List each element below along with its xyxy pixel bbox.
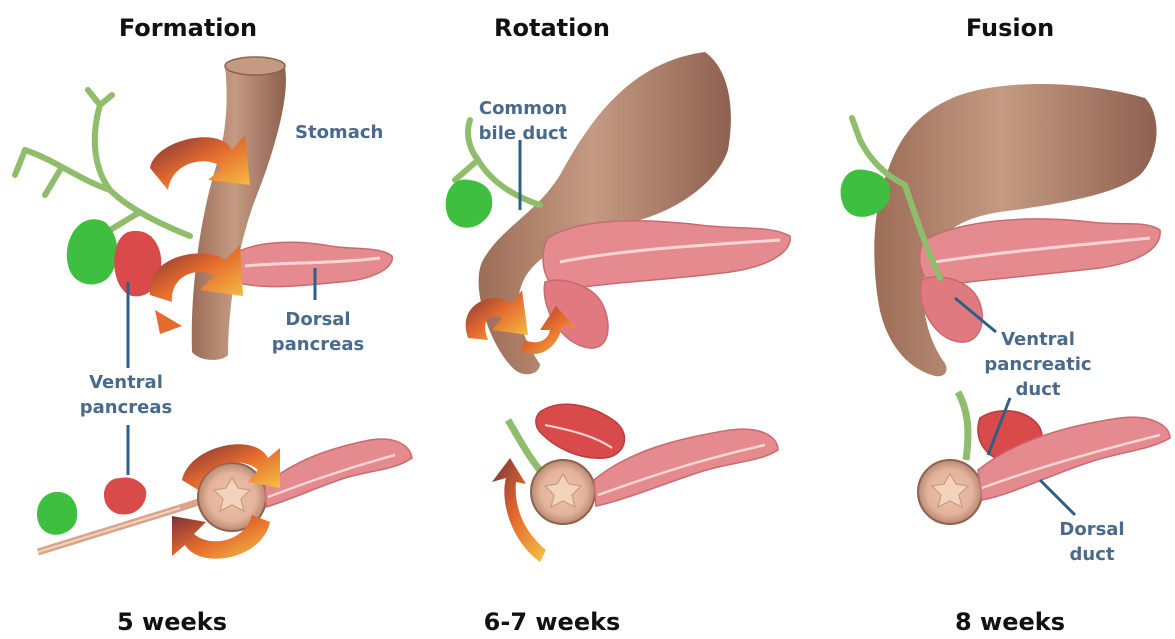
stomach-opening — [225, 57, 285, 75]
formation-panel: Stomach Dorsal pancreas Ventral pancreas — [15, 57, 412, 559]
ventral-pancreas-label-line1: Ventral — [89, 372, 163, 393]
stomach-label: Stomach — [295, 122, 383, 143]
common-bile-duct-label-line2: bile duct — [479, 123, 568, 144]
fused-pancreas-head — [921, 277, 983, 342]
dorsal-pancreas-label-line2: pancreas — [272, 334, 364, 355]
ventral-pancreas-label-line2: pancreas — [80, 397, 172, 418]
dorsal-duct-label-line2: duct — [1070, 544, 1115, 565]
common-bile-duct-label-line1: Common — [479, 98, 567, 119]
ventral-bud-section — [104, 477, 146, 514]
stage-3-age: 8 weeks — [955, 608, 1065, 636]
dorsal-pancreas-label-line1: Dorsal — [285, 309, 350, 330]
stage-2-age: 6-7 weeks — [484, 608, 621, 636]
fusion-panel: Ventral pancreatic duct Dorsal duct — [841, 84, 1170, 565]
stomach-tube — [192, 58, 286, 360]
stage-1-title: Formation — [119, 14, 257, 42]
gallbladder-shape — [446, 180, 492, 228]
fused-pancreas-body — [920, 219, 1160, 286]
gallbladder-shape — [67, 219, 118, 284]
dorsal-duct-label-line1: Dorsal — [1059, 519, 1124, 540]
fusion-cross-section — [918, 392, 1170, 524]
formation-cross-section — [37, 425, 412, 559]
dorsal-duct-leader — [1040, 480, 1075, 515]
ventral-bud-section — [536, 404, 625, 458]
gallbladder-section — [37, 492, 77, 535]
stage-1-age: 5 weeks — [117, 608, 227, 636]
rotation-panel: Common bile duct — [446, 52, 790, 562]
ventral-pancreatic-duct-label-line1: Ventral — [1001, 329, 1075, 350]
stage-2-title: Rotation — [494, 14, 610, 42]
dorsal-pancreas-shape — [543, 221, 790, 290]
ventral-pancreatic-duct-label-line2: pancreatic — [984, 354, 1091, 375]
rotation-cross-section — [492, 404, 778, 562]
stage-3-title: Fusion — [966, 14, 1054, 42]
ventral-pancreatic-duct-label-line3: duct — [1016, 379, 1061, 400]
